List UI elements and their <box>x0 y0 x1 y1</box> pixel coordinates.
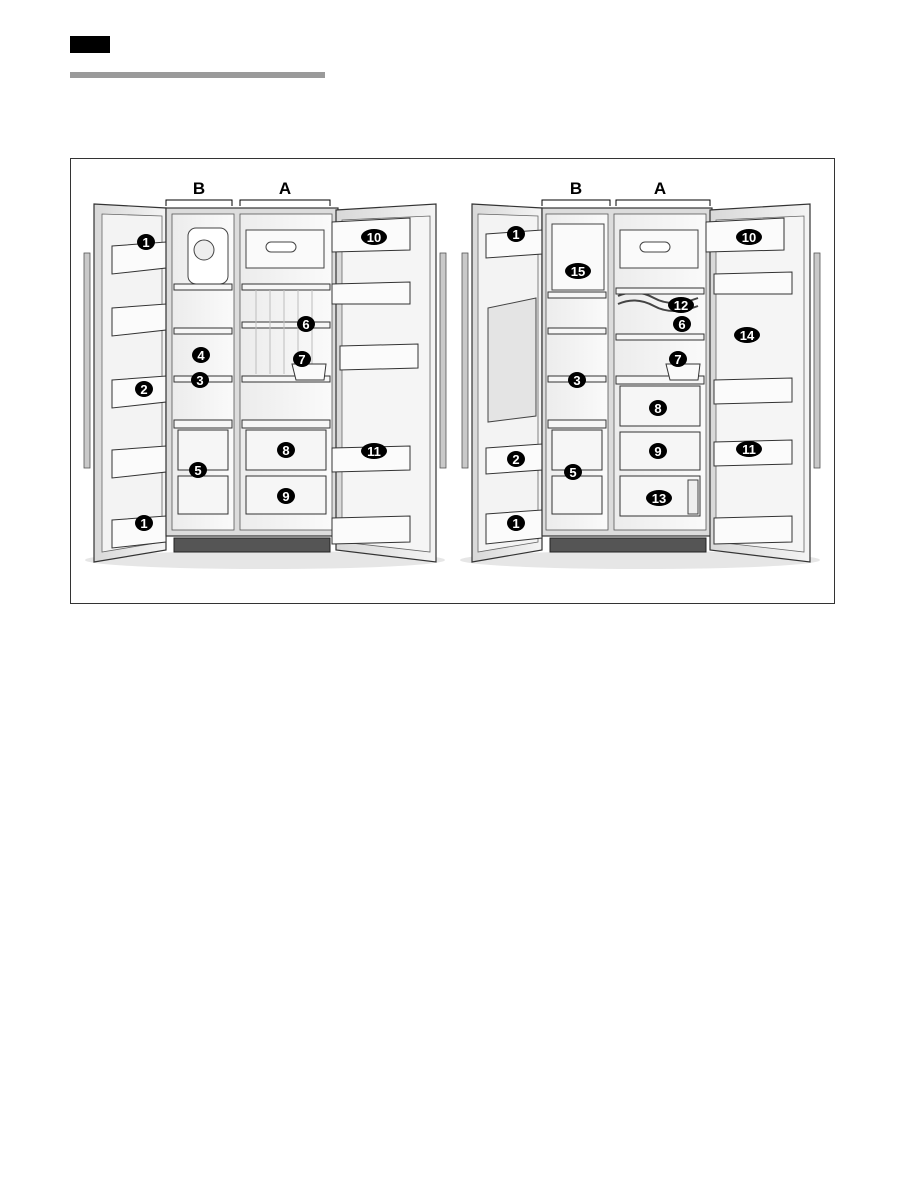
callout-8: 8 <box>277 442 295 458</box>
refrigerator-illustration: B A <box>83 179 821 569</box>
svg-text:11: 11 <box>742 442 756 457</box>
svg-text:1: 1 <box>140 516 147 531</box>
callout-13: 13 <box>646 490 672 506</box>
callout-4: 4 <box>192 347 210 363</box>
zone-label-b: B <box>570 179 582 198</box>
right-callouts: 1 15 3 2 5 1 12 6 7 8 9 13 10 14 11 <box>507 226 762 531</box>
svg-text:7: 7 <box>298 352 305 367</box>
callout-15: 15 <box>565 263 591 279</box>
callout-5: 5 <box>189 462 207 478</box>
callout-5: 5 <box>564 464 582 480</box>
svg-text:12: 12 <box>674 298 688 313</box>
callout-14: 14 <box>734 327 760 343</box>
callout-10: 10 <box>736 229 762 245</box>
callout-1-bottom: 1 <box>135 515 153 531</box>
callout-11: 11 <box>361 443 387 459</box>
svg-text:3: 3 <box>196 373 203 388</box>
svg-text:9: 9 <box>282 489 289 504</box>
svg-text:6: 6 <box>678 317 685 332</box>
svg-text:10: 10 <box>742 230 756 245</box>
section-rule <box>70 72 325 78</box>
left-callouts: 1 2 4 3 5 1 6 7 8 9 10 11 <box>135 229 387 531</box>
svg-text:5: 5 <box>194 463 201 478</box>
callout-9: 9 <box>649 443 667 459</box>
callout-9: 9 <box>277 488 295 504</box>
callout-1: 1 <box>507 226 525 242</box>
svg-text:2: 2 <box>512 452 519 467</box>
callout-11: 11 <box>736 441 762 457</box>
callout-1-bottom: 1 <box>507 515 525 531</box>
svg-text:4: 4 <box>197 348 205 363</box>
callout-7: 7 <box>293 351 311 367</box>
svg-text:11: 11 <box>367 444 381 459</box>
svg-text:6: 6 <box>302 317 309 332</box>
svg-text:14: 14 <box>740 328 755 343</box>
zone-label-b: B <box>193 179 205 198</box>
callout-1: 1 <box>137 234 155 250</box>
svg-text:15: 15 <box>571 264 585 279</box>
left-fridge: B A <box>83 179 447 569</box>
svg-text:7: 7 <box>674 352 681 367</box>
callout-3: 3 <box>568 372 586 388</box>
svg-text:8: 8 <box>282 443 289 458</box>
callout-2: 2 <box>135 381 153 397</box>
svg-text:9: 9 <box>654 444 661 459</box>
header-black-block <box>70 36 110 53</box>
zone-label-a: A <box>279 179 291 198</box>
svg-text:3: 3 <box>573 373 580 388</box>
svg-text:1: 1 <box>512 227 519 242</box>
callout-10: 10 <box>361 229 387 245</box>
svg-text:13: 13 <box>652 491 666 506</box>
callout-6: 6 <box>297 316 315 332</box>
figure-frame <box>70 158 835 604</box>
callout-2: 2 <box>507 451 525 467</box>
svg-text:1: 1 <box>512 516 519 531</box>
callout-3: 3 <box>191 372 209 388</box>
svg-text:1: 1 <box>142 235 149 250</box>
svg-text:8: 8 <box>654 401 661 416</box>
svg-text:2: 2 <box>140 382 147 397</box>
callout-7: 7 <box>669 351 687 367</box>
callout-8: 8 <box>649 400 667 416</box>
callout-6: 6 <box>673 316 691 332</box>
callout-12: 12 <box>668 297 694 313</box>
svg-text:10: 10 <box>367 230 381 245</box>
zone-label-a: A <box>654 179 666 198</box>
svg-text:5: 5 <box>569 465 576 480</box>
